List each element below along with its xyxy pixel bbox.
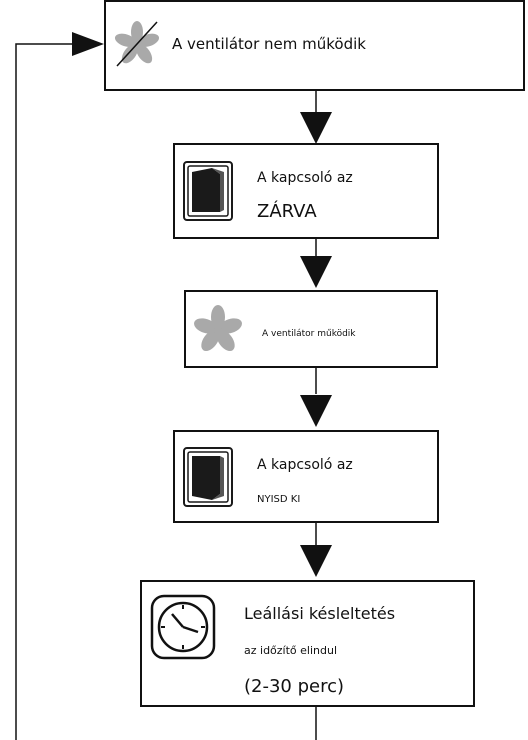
- step-2-line-1: A kapcsoló az: [257, 170, 353, 186]
- step-fan-working: A ventilátor működik: [184, 290, 438, 368]
- step-3-label: A ventilátor működik: [262, 329, 356, 339]
- step-2-line-2: ZÁRVA: [257, 201, 317, 222]
- step-switch-closed: A kapcsoló az ZÁRVA: [173, 143, 439, 239]
- fan-off-icon: [114, 21, 160, 67]
- fan-icon: [194, 305, 242, 352]
- step-4-line-2: NYISD KI: [257, 494, 301, 505]
- step-5-line-1: Leállási késleltetés: [244, 604, 396, 623]
- feedback-loop-line: [15, 43, 80, 740]
- step-4-line-1: A kapcsoló az: [257, 457, 353, 473]
- rocker-switch-icon: [183, 447, 233, 507]
- clock-icon: [150, 594, 216, 660]
- arrow-down-icon: [300, 256, 332, 288]
- arrow-right-icon: [72, 32, 104, 56]
- step-delay-timer: Leállási késleltetés az időzítő elindul …: [140, 580, 475, 707]
- arrow-down-icon: [300, 112, 332, 144]
- step-5-line-2: az időzítő elindul: [244, 644, 338, 657]
- step-switch-open: A kapcsoló az NYISD KI: [173, 430, 439, 523]
- step-1-label: A ventilátor nem működik: [172, 35, 366, 53]
- rocker-switch-icon: [183, 161, 233, 221]
- step-5-line-3: (2-30 perc): [244, 676, 345, 697]
- arrow-down-icon: [300, 545, 332, 577]
- arrow-down-icon: [300, 395, 332, 427]
- step-fan-not-working: A ventilátor nem működik: [104, 0, 525, 91]
